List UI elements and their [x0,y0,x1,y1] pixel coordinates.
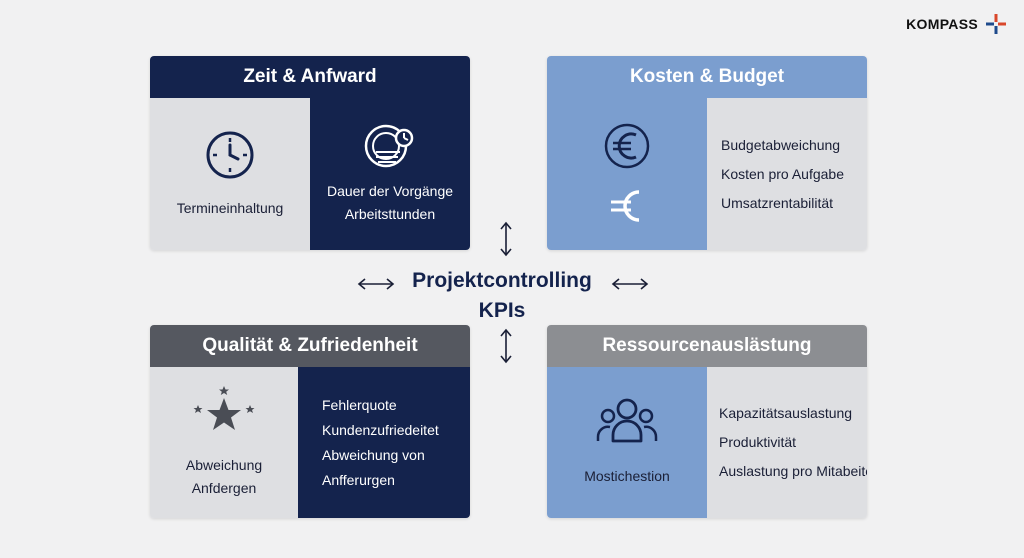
double-arrow-icon [500,328,512,364]
compass-logo-icon [986,14,1006,34]
zeit-right-line: Dauer der Vorgänge [326,183,454,199]
double-arrow-icon [357,278,395,290]
quadrant-zeit: Zeit & Anfward Termineinhaltung [150,56,470,250]
kosten-right-cell: Budgetabweichung Kosten pro Aufgabe Umsa… [707,98,867,250]
center-title-line: KPIs [478,299,526,322]
quadrant-ressourcen: Ressourcenauslästung Mostichestion Kapaz… [547,325,867,518]
quali-left-line: Abweichung [185,456,263,473]
euro-icon [611,190,640,222]
res-item: Produktivität [719,434,797,450]
zeit-left-cell: Termineinhaltung [150,98,310,250]
quali-left-cell: Abweichung Anfdergen [150,367,298,518]
brand-name: KOMPASS [906,16,978,32]
quali-left-line: Anfdergen [191,479,257,496]
coins-icon [364,124,414,168]
zeit-right-cell: Dauer der Vorgänge Arbeitsttunden [310,98,470,250]
zeit-left-label: Termineinhaltung [176,199,284,216]
quali-item: Fehlerquote [322,396,397,413]
quali-item: Abweichung von [322,446,425,463]
quadrant-title: Kosten & Budget [547,56,867,98]
double-arrow-icon [611,278,649,290]
quali-right-cell: Fehlerquote Kundenzufriedeitet Abweichun… [298,367,470,518]
res-left-label: Mostichestion [584,468,670,484]
kosten-item: Umsatzrentabilität [721,194,834,211]
euro-outline-icon [604,123,650,169]
kosten-item: Kosten pro Aufgabe [721,165,844,182]
res-right-cell: Kapazitätsauslastung Produktivität Ausla… [707,367,867,518]
quadrant-title: Qualität & Zufriedenheit [150,325,470,367]
brand: KOMPASS [906,14,1006,34]
quadrant-kosten: Kosten & Budget Budgetabweichung Kosten … [547,56,867,250]
quadrant-title: Ressourcenauslästung [547,325,867,367]
kosten-left-cell [547,98,707,250]
res-item: Kapazitätsauslastung [719,405,853,421]
clock-icon [206,131,254,178]
stars-icon [193,385,255,430]
center-title-line: Projektcontrolling [412,269,592,292]
quadrant-title: Zeit & Anfward [150,56,470,98]
quadrant-qualitaet: Qualität & Zufriedenheit Abweichung Anfd… [150,325,470,518]
quali-item: Kundenzufriedeitet [322,421,439,438]
people-group-icon [596,398,658,443]
double-arrow-icon [500,221,512,257]
res-item: Auslastung pro Mitabeiter [719,463,867,479]
zeit-right-line: Arbeitsttunden [344,206,436,222]
res-left-cell: Mostichestion [547,367,707,518]
center-title: Projektcontrolling KPIs [392,266,612,326]
kosten-item: Budgetabweichung [721,136,841,153]
quali-item: Anfferurgen [322,471,395,488]
